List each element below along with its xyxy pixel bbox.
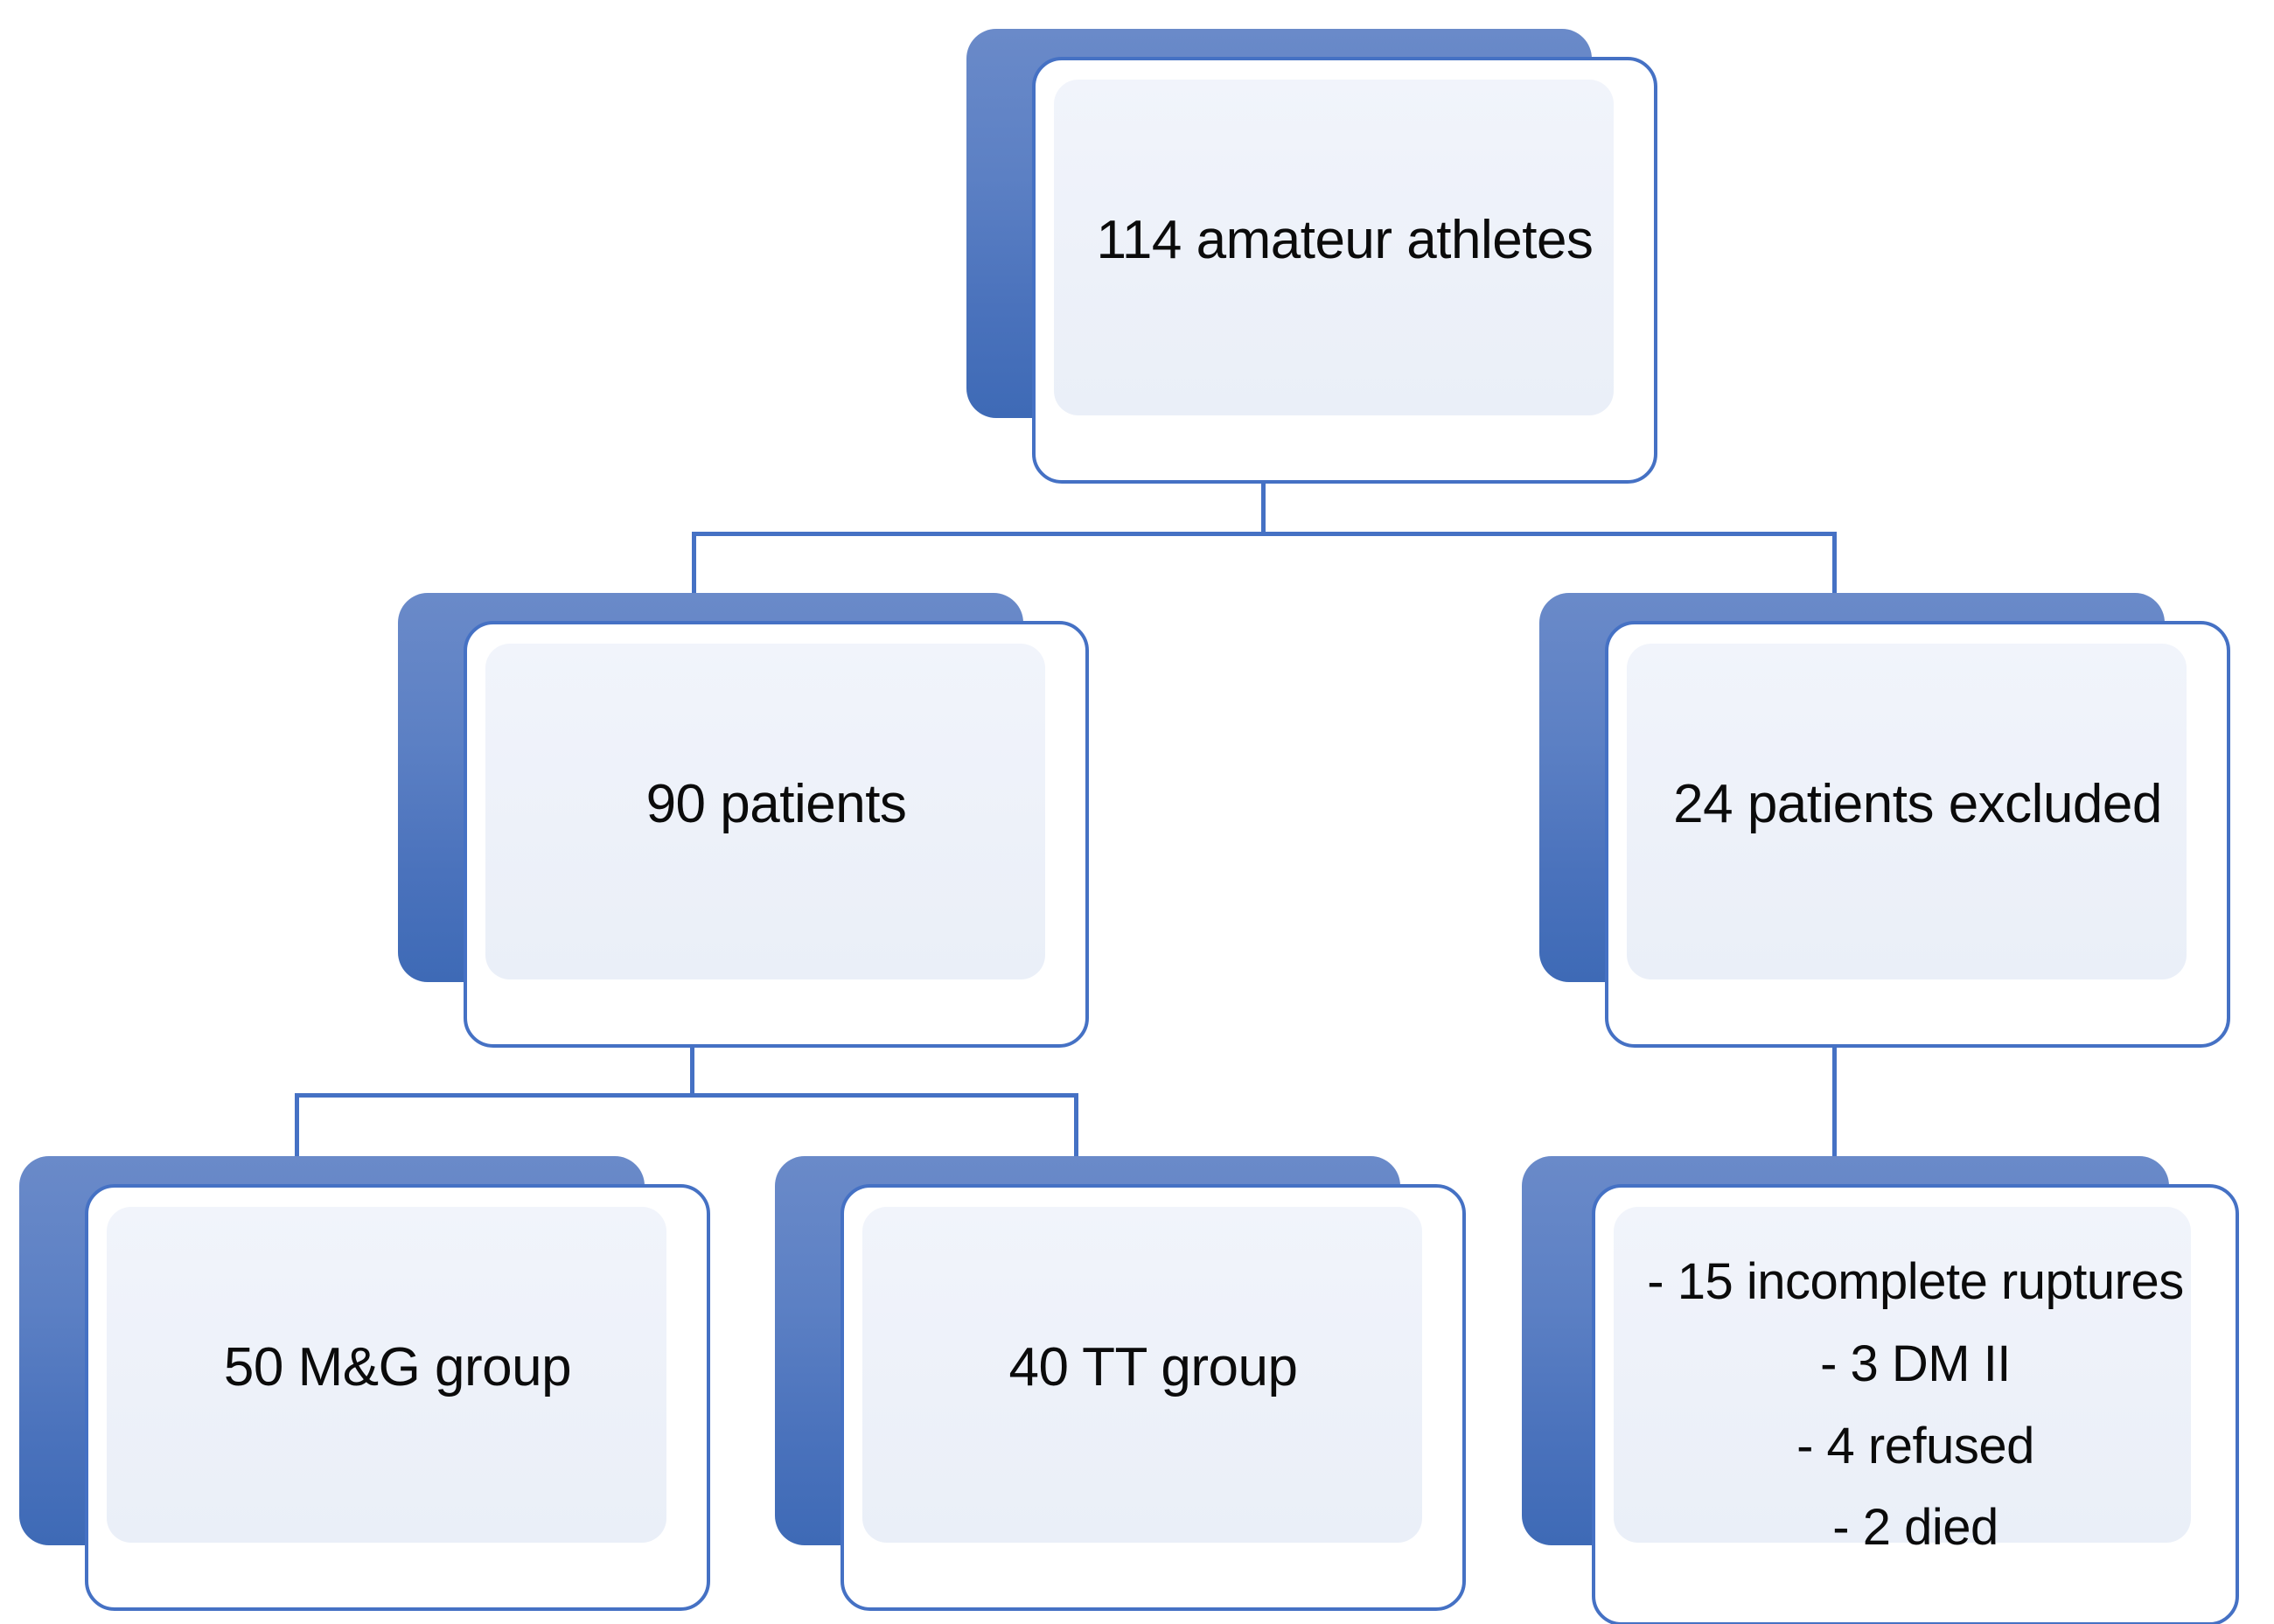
exclusion-reason-line: - 3 DM II [1820, 1335, 2011, 1392]
node-panel [1614, 1207, 2191, 1543]
node-label-line: 114 amateur athletes [1096, 210, 1594, 271]
node-label: - 15 incomplete ruptures - 3 DM II - 4 r… [1592, 1184, 2239, 1624]
node-excluded-patients[interactable]: 24 patients excluded [1539, 593, 2230, 1048]
node-label: 24 patients excluded [1605, 621, 2230, 988]
node-label-line: 40 TT group [1008, 1337, 1299, 1398]
edge-included-bus [295, 1093, 1078, 1098]
node-panel [485, 644, 1045, 979]
edge-root-stem [1261, 479, 1266, 535]
edge-included-to-tt [1074, 1093, 1078, 1156]
edge-included-stem [690, 1041, 694, 1097]
exclusion-reason-line: - 15 incomplete ruptures [1647, 1252, 2184, 1310]
node-mg-group[interactable]: 50 M&G group [19, 1156, 710, 1624]
node-label: 50 M&G group [85, 1184, 710, 1551]
edge-root-bus [692, 532, 1837, 536]
node-total-athletes[interactable]: 114 amateur athletes [966, 29, 1657, 484]
node-tt-group[interactable]: 40 TT group [775, 1156, 1466, 1624]
node-panel [1627, 644, 2187, 979]
node-label: 40 TT group [841, 1184, 1466, 1551]
node-label-line: 24 patients excluded [1673, 774, 2162, 835]
edge-included-to-mg [295, 1093, 299, 1156]
edge-excluded-to-reasons [1832, 1041, 1837, 1156]
node-label: 114 amateur athletes [1032, 57, 1657, 424]
node-panel [862, 1207, 1422, 1543]
node-label-line: 50 M&G group [223, 1337, 572, 1398]
exclusion-reason-line: - 2 died [1832, 1499, 1998, 1557]
node-exclusion-reasons[interactable]: - 15 incomplete ruptures - 3 DM II - 4 r… [1522, 1156, 2248, 1624]
node-panel [1054, 80, 1614, 415]
node-included-patients[interactable]: 90 patients [398, 593, 1089, 1048]
node-panel [107, 1207, 666, 1543]
node-label: 90 patients [464, 621, 1089, 988]
edge-root-to-excluded [1832, 532, 1837, 598]
node-label-line: 90 patients [645, 774, 907, 835]
edge-root-to-included [692, 532, 696, 598]
exclusion-reason-line: - 4 refused [1796, 1417, 2034, 1474]
